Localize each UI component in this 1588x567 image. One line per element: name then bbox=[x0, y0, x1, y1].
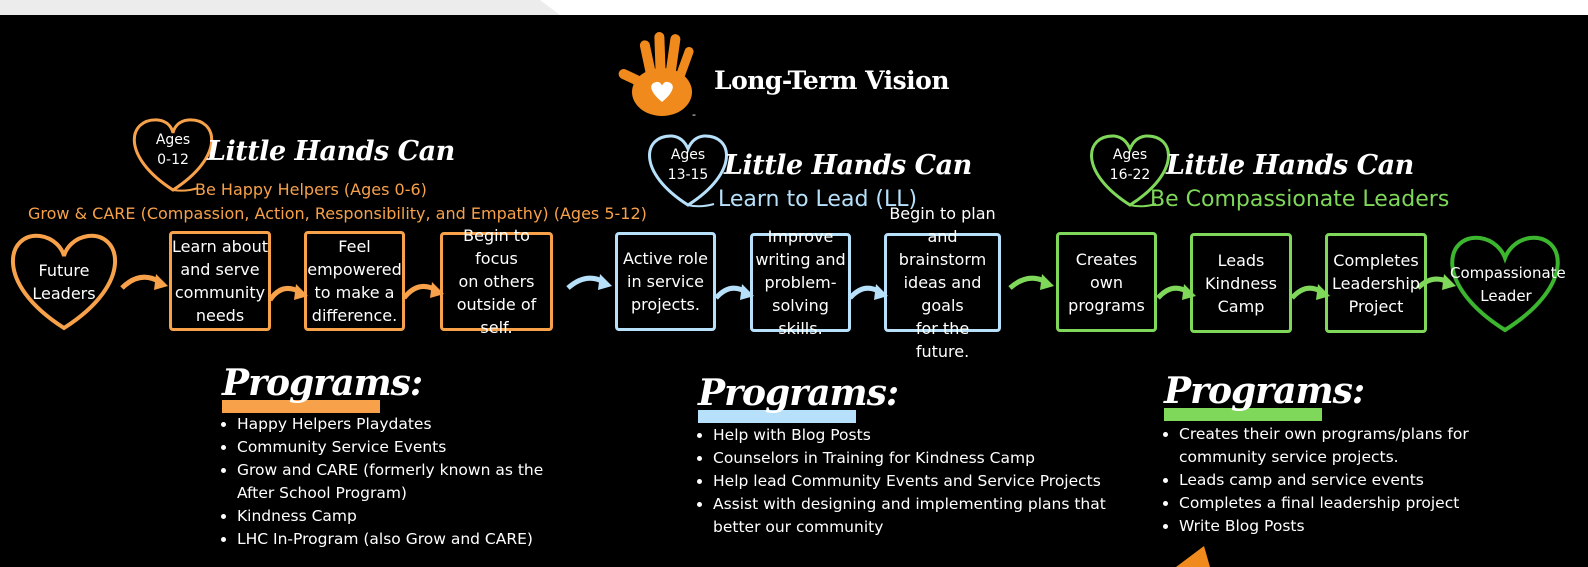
age-heart-icon-2 bbox=[648, 134, 728, 207]
ages-range: 16-22 bbox=[1109, 167, 1151, 183]
list-item: community service projects. bbox=[1179, 448, 1399, 466]
start-line: Leaders bbox=[32, 284, 96, 303]
step-line: Active role bbox=[623, 249, 708, 268]
list-item: better our community bbox=[713, 518, 884, 536]
step-line: Leads bbox=[1217, 250, 1265, 270]
end-line: Compassionate bbox=[1450, 264, 1566, 282]
ages-badge-3: Ages 16-22 bbox=[1100, 145, 1160, 185]
ages-label: Ages bbox=[670, 147, 706, 163]
step-line: and brainstorm bbox=[898, 227, 987, 269]
step-line: programs bbox=[1068, 295, 1145, 315]
step-line: for the future. bbox=[915, 319, 970, 361]
step-line: problem- bbox=[764, 273, 837, 292]
step-line: Creates own bbox=[1075, 249, 1138, 292]
step-line: Camp bbox=[1217, 296, 1265, 316]
list-item: Happy Helpers Playdates bbox=[237, 413, 543, 436]
step-line: Improve bbox=[767, 227, 834, 246]
programs-list-3: Creates their own programs/plans for com… bbox=[1164, 423, 1469, 538]
flow-step-7: Creates own programs bbox=[1056, 232, 1157, 332]
step-line: Begin to plan bbox=[889, 204, 996, 223]
ages-label: Ages bbox=[155, 132, 191, 148]
stage-subtitle-1b: Grow & CARE (Compassion, Action, Respons… bbox=[28, 204, 647, 223]
flow-step-1: Learn about and serve community needs bbox=[169, 231, 271, 331]
ages-label: Ages bbox=[1112, 147, 1148, 163]
flow-arrows bbox=[120, 274, 1456, 302]
ages-range: 0-12 bbox=[157, 152, 189, 168]
hand-logo-icon bbox=[618, 32, 694, 116]
programs-heading-2: Programs: bbox=[698, 372, 899, 414]
step-line: Learn about bbox=[172, 237, 268, 256]
ages-range: 13-15 bbox=[667, 167, 709, 183]
list-item: Community Service Events bbox=[237, 436, 543, 459]
list-item: Counselors in Training for Kindness Camp bbox=[713, 447, 1106, 470]
step-line: Project bbox=[1348, 296, 1404, 316]
programs-list-2: Help with Blog Posts Counselors in Train… bbox=[698, 424, 1106, 539]
list-item: Grow and CARE (formerly known as the bbox=[237, 459, 543, 482]
stage-subtitle-1a: Be Happy Helpers (Ages 0-6) bbox=[195, 180, 427, 199]
step-line: empowered bbox=[307, 260, 402, 279]
list-item: Kindness Camp bbox=[237, 505, 543, 528]
stage-subtitle-3: Be Compassionate Leaders bbox=[1150, 187, 1450, 212]
brand-title-2: Little Hands Can bbox=[724, 150, 972, 181]
list-item: Creates their own programs/plans for bbox=[1179, 423, 1469, 446]
flow-step-3: Begin to focus on others outside of self. bbox=[440, 226, 553, 337]
hand-fragment-icon bbox=[1176, 546, 1210, 567]
start-line: Future bbox=[38, 261, 90, 280]
step-line: solving skills. bbox=[772, 296, 829, 338]
programs-underline-2 bbox=[698, 410, 856, 423]
title-dash: - bbox=[692, 108, 696, 121]
step-line: projects. bbox=[631, 295, 700, 314]
step-line: in service bbox=[627, 272, 704, 291]
step-line: community bbox=[174, 283, 266, 302]
step-line: difference. bbox=[311, 306, 398, 325]
list-item: Help with Blog Posts bbox=[713, 424, 1106, 447]
list-item: Leads camp and service events bbox=[1179, 469, 1469, 492]
step-line: needs bbox=[195, 306, 245, 325]
end-heart-label: Compassionate Leader bbox=[1450, 262, 1566, 308]
programs-underline-3 bbox=[1164, 408, 1322, 421]
programs-heading-3: Programs: bbox=[1164, 370, 1365, 412]
list-item: Completes a final leadership project bbox=[1179, 492, 1469, 515]
step-line: Leadership bbox=[1332, 273, 1420, 293]
list-item: Help lead Community Events and Service P… bbox=[713, 470, 1106, 493]
brand-title-1: Little Hands Can bbox=[207, 136, 455, 167]
flow-step-4: Active role in service projects. bbox=[615, 232, 716, 331]
stage-subtitle-2: Learn to Lead (LL) bbox=[718, 187, 918, 212]
flow-step-2: Feel empowered to make a difference. bbox=[304, 231, 405, 331]
step-line: Begin to focus bbox=[463, 226, 530, 268]
future-leaders-heart-icon bbox=[11, 233, 117, 331]
ages-badge-2: Ages 13-15 bbox=[658, 145, 718, 185]
list-item: After School Program) bbox=[237, 484, 407, 502]
programs-heading-1: Programs: bbox=[222, 362, 423, 404]
step-line: Feel bbox=[338, 237, 371, 256]
step-line: on others bbox=[458, 272, 535, 291]
list-item: LHC In-Program (also Grow and CARE) bbox=[237, 528, 543, 551]
age-heart-icon-1 bbox=[132, 118, 214, 192]
step-line: outside of self. bbox=[456, 295, 537, 337]
step-line: Completes bbox=[1333, 250, 1419, 270]
step-line: to make a bbox=[314, 283, 395, 302]
brand-title-3: Little Hands Can bbox=[1166, 150, 1414, 181]
step-line: ideas and goals bbox=[903, 273, 982, 315]
compassionate-leader-heart-icon bbox=[1450, 235, 1560, 333]
step-line: and serve bbox=[180, 260, 260, 279]
step-line: Kindness bbox=[1205, 273, 1277, 293]
list-item: Write Blog Posts bbox=[1179, 515, 1469, 538]
start-heart-label: Future Leaders bbox=[24, 259, 104, 305]
ages-badge-1: Ages 0-12 bbox=[143, 130, 203, 170]
programs-underline-1 bbox=[222, 400, 380, 413]
step-line: writing and bbox=[755, 250, 846, 269]
age-heart-icon-3 bbox=[1090, 134, 1170, 207]
arrow-icon bbox=[120, 274, 162, 290]
page-title: Long-Term Vision bbox=[714, 66, 950, 95]
programs-list-1: Happy Helpers Playdates Community Servic… bbox=[222, 413, 543, 551]
top-strip-shade bbox=[0, 0, 560, 15]
end-line: Leader bbox=[1480, 287, 1532, 305]
flow-step-5: Improve writing and problem-solving skills… bbox=[750, 227, 851, 338]
list-item: Assist with designing and implementing p… bbox=[713, 493, 1106, 516]
